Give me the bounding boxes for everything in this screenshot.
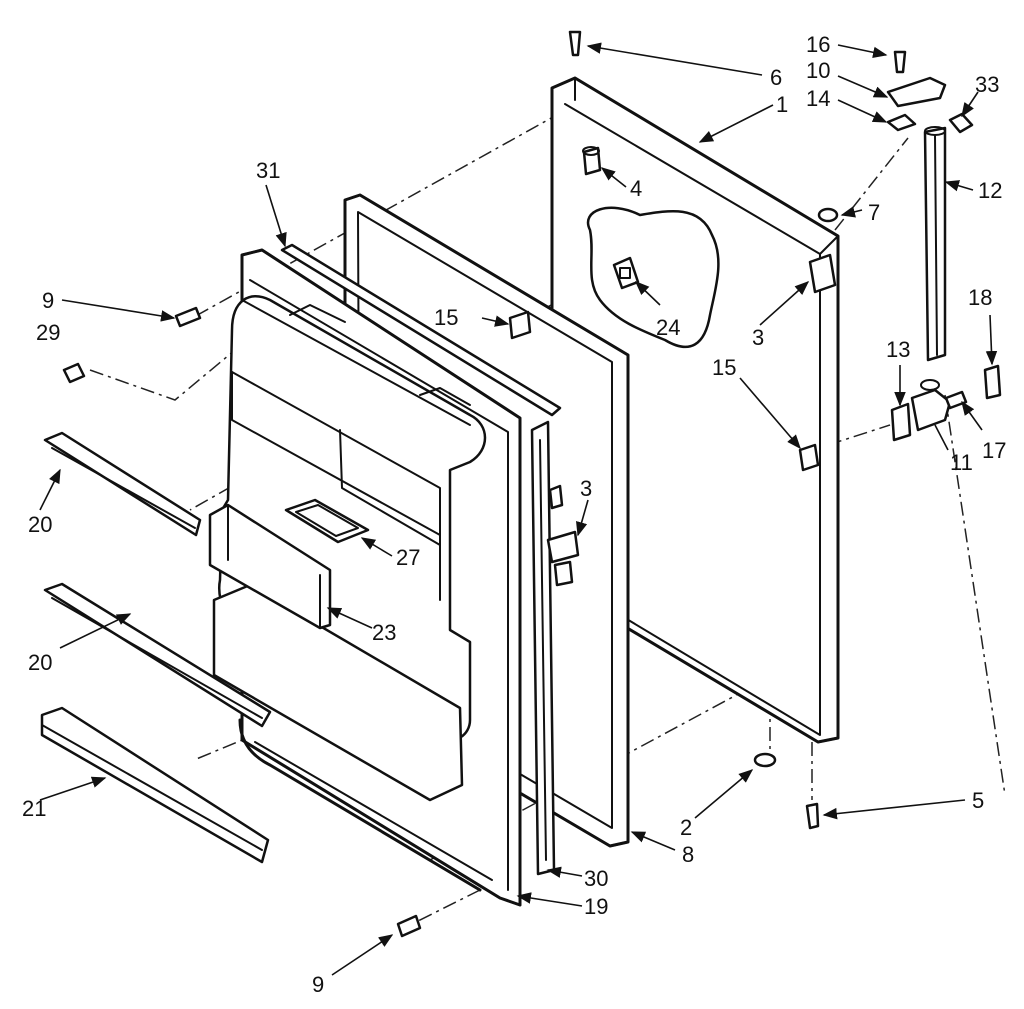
callout-5: 5 bbox=[972, 788, 984, 813]
callout-23: 23 bbox=[372, 620, 396, 645]
part-20-lower-rail bbox=[43, 582, 272, 728]
callout-21: 21 bbox=[22, 796, 46, 821]
part-12-handle bbox=[923, 126, 947, 362]
callout-14: 14 bbox=[806, 86, 830, 111]
callout-18: 18 bbox=[968, 285, 992, 310]
callout-27: 27 bbox=[396, 545, 420, 570]
part-20-upper-rail bbox=[43, 431, 202, 537]
part-21-trim bbox=[40, 706, 270, 864]
part-31-strip bbox=[280, 243, 562, 417]
callout-7: 7 bbox=[868, 200, 880, 225]
callout-4: 4 bbox=[630, 176, 642, 201]
callout-16: 16 bbox=[806, 32, 830, 57]
part-4-plug bbox=[582, 146, 602, 176]
part-19-door-liner bbox=[212, 248, 522, 907]
callout-33: 33 bbox=[975, 72, 999, 97]
callout-15-upper: 15 bbox=[434, 305, 458, 330]
callout-1: 1 bbox=[776, 92, 788, 117]
callout-13: 13 bbox=[886, 337, 910, 362]
callout-24: 24 bbox=[656, 315, 680, 340]
callout-11: 11 bbox=[950, 450, 973, 475]
callout-10: 10 bbox=[806, 58, 830, 83]
hardware-parts bbox=[62, 30, 1002, 938]
callout-29: 29 bbox=[36, 320, 60, 345]
callout-8: 8 bbox=[682, 842, 694, 867]
part-3-lower-hinge bbox=[546, 530, 580, 587]
callout-6: 6 bbox=[770, 65, 782, 90]
callout-3-lower: 3 bbox=[580, 476, 592, 501]
leader-lines bbox=[39, 42, 998, 976]
callout-9-lower: 9 bbox=[312, 972, 324, 997]
part-23-dairy-door bbox=[208, 503, 332, 630]
callout-9-upper: 9 bbox=[42, 288, 54, 313]
callout-19: 19 bbox=[584, 894, 608, 919]
callout-17: 17 bbox=[982, 438, 1006, 463]
callout-31: 31 bbox=[256, 158, 280, 183]
callout-15-right: 15 bbox=[712, 355, 736, 380]
callout-12: 12 bbox=[978, 178, 1002, 203]
callout-2: 2 bbox=[680, 815, 692, 840]
part-27-tray bbox=[284, 498, 370, 544]
callout-3-upper: 3 bbox=[752, 325, 764, 350]
callout-20-upper: 20 bbox=[28, 512, 52, 537]
callout-labels: 16 10 14 33 6 1 12 4 7 31 9 29 15 24 3 1… bbox=[22, 32, 1006, 997]
callout-20-lower: 20 bbox=[28, 650, 52, 675]
callout-30: 30 bbox=[584, 866, 608, 891]
